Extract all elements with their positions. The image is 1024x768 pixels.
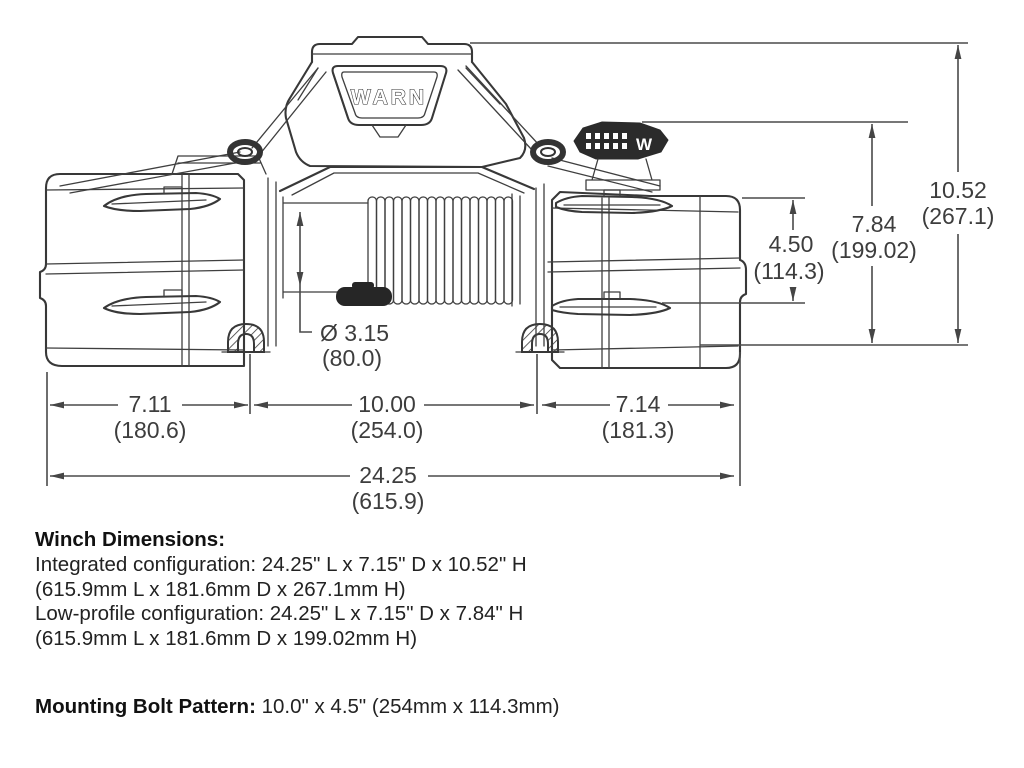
dimension-lines: 10.52 (267.1) 7.84 (199.02) 4.50 (114.3)… [46, 42, 995, 514]
right-mount-foot [521, 323, 559, 353]
winch-dimensions-notes: Winch Dimensions: Integrated configurati… [35, 528, 527, 652]
dim-low-height-in: 7.84 [852, 211, 897, 237]
notes-line-integrated: Integrated configuration: 24.25" L x 7.1… [35, 552, 527, 576]
notes-line-lowprofile: Low-profile configuration: 24.25" L x 7.… [35, 602, 524, 626]
rope-end [336, 287, 392, 306]
dim-overall-height-mm: (267.1) [922, 203, 995, 229]
dim-bolt-height-in: 4.50 [769, 231, 814, 257]
control-pack: WARN [227, 35, 566, 169]
dim-overall-height-in: 10.52 [929, 177, 987, 203]
notes-heading: Winch Dimensions: [35, 528, 226, 551]
left-housing [38, 151, 271, 368]
dim-bolt-height-mm: (114.3) [753, 258, 824, 284]
warn-logo-text: WARN [351, 86, 427, 109]
tie-rod-boss-left [227, 139, 263, 165]
dim-bolt-width-in: 10.00 [358, 391, 416, 417]
notes-line-lowprofile-mm: (615.9mm L x 181.6mm D x 199.02mm H) [35, 627, 418, 651]
dim-overall-width-mm: (615.9) [352, 488, 425, 514]
dim-left-width-in: 7.11 [128, 391, 171, 417]
rope-coil [367, 196, 514, 305]
dim-right-width-mm: (181.3) [602, 417, 675, 443]
dim-left-width-mm: (180.6) [114, 417, 187, 443]
mount-value: 10.0" x 4.5" (254mm x 114.3mm) [255, 695, 560, 718]
clutch-w-text: W [636, 135, 653, 154]
left-mount-foot [227, 323, 265, 353]
tie-rod-boss-right [530, 139, 566, 165]
dim-low-height-mm: (199.02) [831, 237, 917, 263]
clutch-lever: W [573, 121, 669, 191]
mount-label: Mounting Bolt Pattern: [35, 695, 256, 718]
dim-overall-width-in: 24.25 [359, 462, 417, 488]
mounting-bolt-pattern: Mounting Bolt Pattern: 10.0" x 4.5" (254… [35, 695, 559, 719]
dim-right-width-in: 7.14 [616, 391, 661, 417]
dim-bolt-width-mm: (254.0) [351, 417, 424, 443]
notes-line-integrated-mm: (615.9mm L x 181.6mm D x 267.1mm H) [35, 577, 406, 601]
dim-drum-dia-mm: (80.0) [322, 345, 382, 371]
drum-and-rope [267, 165, 545, 347]
dim-drum-dia-in: Ø 3.15 [320, 320, 389, 346]
right-housing [515, 157, 748, 370]
warn-logo-plate: WARN [331, 64, 448, 138]
